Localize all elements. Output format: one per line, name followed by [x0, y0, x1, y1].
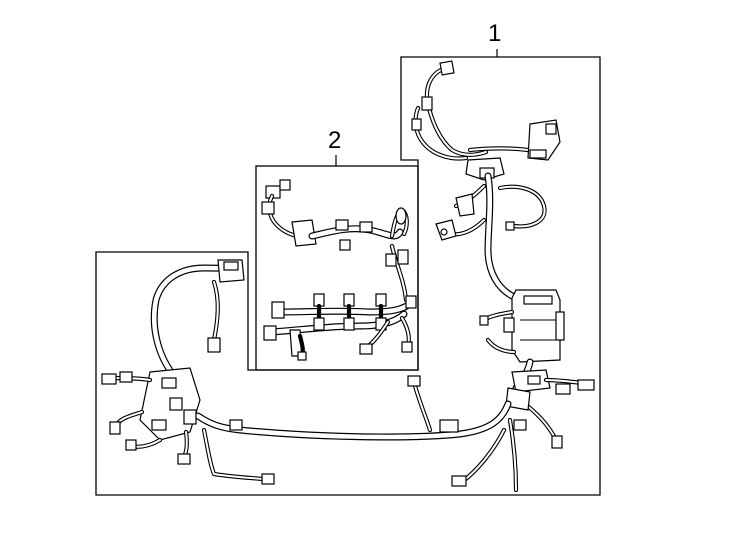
- harness-1-left-cluster: [101, 259, 275, 485]
- callout-label-1: 1: [488, 20, 502, 47]
- harness-1-main-trunk: [194, 375, 512, 441]
- harness-1-lower-right: [451, 377, 595, 493]
- junction-box: [479, 289, 565, 393]
- harness-2-drawing: [261, 179, 417, 361]
- callout-label-2: 2: [328, 127, 342, 154]
- outline-harness-1: [95, 56, 601, 496]
- harness-1-upper: [411, 60, 561, 302]
- frame-harness-2: [255, 165, 419, 371]
